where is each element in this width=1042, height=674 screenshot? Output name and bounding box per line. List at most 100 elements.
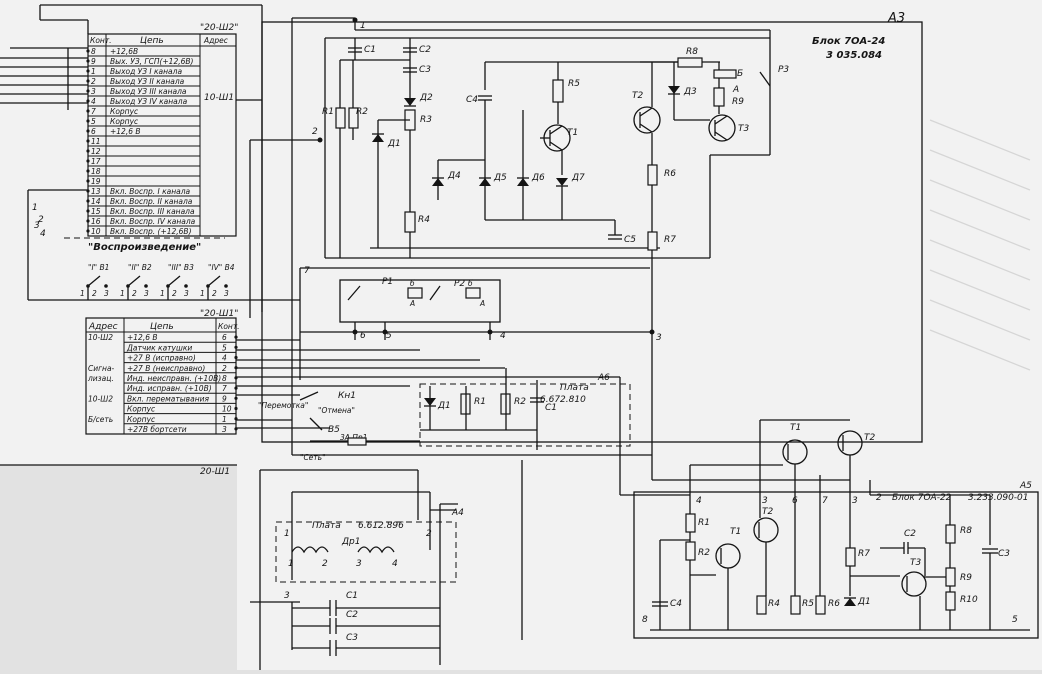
w1-circuit-4: Инд. неисправн. (+10В) [127, 374, 221, 383]
capacitors: 3 C1 C2 C3 [250, 460, 523, 656]
bleed-through-lines [929, 119, 1031, 371]
w2-pin-10 [86, 149, 90, 153]
w1-address-3: Сигна- [88, 364, 115, 373]
label-t2: T2 [632, 91, 643, 101]
board-a4-node-2: 2 [426, 529, 432, 539]
node-label-1: 1 [360, 21, 366, 31]
label-c4: C4 [466, 95, 478, 105]
w2-circuit-7: Корпус [110, 117, 139, 126]
label-r4: R4 [768, 599, 780, 609]
bottom-block-name: Блок 7ОА-22 [892, 493, 952, 503]
w2-pin-17 [86, 219, 90, 223]
w1-circuit-5: Инд. исправн. (+10В) [127, 384, 212, 393]
w2-pin-2 [86, 69, 90, 73]
w2-circuit-2: Выход УЗ I канала [110, 67, 182, 76]
w2-pin-8 [86, 129, 90, 133]
label-a5-r2: R2 [698, 548, 710, 558]
label-r5: R5 [802, 599, 814, 609]
w1-address-8: Б/сеть [88, 415, 113, 424]
label-r7: R7 [858, 549, 870, 559]
w1-circuit-2: +27 В (исправно) [127, 354, 196, 363]
label-r9: R9 [960, 573, 972, 583]
label-c2: C2 [419, 45, 431, 55]
w2-contact-6: 7 [91, 107, 96, 116]
label-c2: C2 [904, 529, 916, 539]
playback-pin-2-2: 2 [132, 289, 137, 298]
w2-contact-18: 10 [91, 227, 101, 236]
label-d1: Д1 [857, 597, 871, 607]
connector-w2-col-circuit: Цепь [140, 36, 164, 46]
connector-w1-col-circuit: Цепь [150, 322, 174, 332]
switch-area: "Перемотка" Кн1 "Отмена" В5 3А Пр1 "Сеть… [258, 391, 420, 462]
label-p2-b: б [468, 279, 473, 288]
board-a4-node-1: 1 [284, 529, 290, 539]
w1-circuit-7: Корпус [127, 405, 156, 414]
w1-address-4: лизац. [87, 374, 114, 383]
w2-contact-13: 19 [91, 177, 101, 186]
connector-w1-col-contact: Конт. [218, 322, 240, 331]
bottom-node-4: 4 [696, 496, 702, 506]
w2-pin-13 [86, 179, 90, 183]
w1-pin-6 [234, 396, 238, 400]
w2-contact-16: 15 [91, 207, 101, 216]
w2-pin-3 [86, 79, 90, 83]
label-p2: P2 [454, 279, 465, 289]
node-label-7: 7 [304, 266, 310, 276]
w2-left-num-3: 3 [34, 221, 40, 231]
w2-contact-0: 8 [91, 47, 96, 56]
w2-pin-15 [86, 199, 90, 203]
w2-circuit-5: Выход УЗ IV канала [110, 97, 188, 106]
w1-contact-6: 9 [222, 394, 227, 403]
connector-w2-address: 10-Ш1 [204, 93, 234, 103]
bottom-node-3b: 3 [852, 496, 858, 506]
label-a5-t3: T3 [910, 558, 921, 568]
playback-switch-3: "III" В3 [168, 263, 194, 272]
w2-pin-9 [86, 139, 90, 143]
w2-circuit-8: +12,6 В [110, 127, 141, 136]
w1-contact-8: 1 [222, 415, 227, 424]
board-a4-pin-3: 3 [356, 559, 362, 569]
label-r7: R7 [664, 235, 676, 245]
bottom-node-8: 8 [642, 615, 648, 625]
label-outer-t2: T2 [864, 433, 875, 443]
board-a4-pin-2: 2 [322, 559, 328, 569]
w1-pin-0 [234, 335, 238, 339]
w2-circuit-3: Выход УЗ II канала [110, 77, 185, 86]
w2-pin-6 [86, 109, 90, 113]
playback-pin-4-3: 3 [224, 289, 229, 298]
board-a6-title: Плата [560, 383, 589, 393]
w1-pin-7 [234, 406, 238, 411]
label-p3: P3 [778, 65, 789, 75]
w2-circuit-16: Вкл. Воспр. III канала [110, 207, 195, 216]
label-r5: R5 [568, 79, 580, 89]
label-r1: R1 [322, 107, 334, 117]
label-otmena: "Отмена" [318, 406, 355, 415]
w1-pin-1 [234, 345, 238, 349]
label-d3: Д3 [683, 87, 697, 97]
label-r3: R3 [420, 115, 432, 125]
playback-pin-2-3: 3 [144, 289, 149, 298]
label-cap-c2: C2 [346, 610, 358, 620]
w2-contact-2: 1 [91, 67, 96, 76]
w1-contact-3: 2 [222, 364, 227, 373]
label-a-top: А [732, 85, 739, 95]
label-a5-t1: T1 [730, 527, 741, 537]
connector-w2-col-contact: Конт. [90, 36, 112, 45]
w1-circuit-6: Вкл. перематывания [127, 394, 209, 403]
board-a4-inductor: Др1 [341, 537, 360, 547]
w2-contact-11: 17 [91, 157, 101, 166]
bottom-node-5: 5 [1012, 615, 1018, 625]
board-a6: Плата 6.672.810 А6 Д1 R1 R2 C1 [292, 368, 652, 456]
label-r9: R9 [732, 97, 744, 107]
bottom-block-ref: А5 [1019, 481, 1032, 491]
board-a4-title: Плата [312, 521, 341, 531]
board-a4-pin-4: 4 [392, 559, 398, 569]
w1-contact-9: 3 [222, 425, 227, 434]
label-p2-a: А [479, 299, 485, 308]
